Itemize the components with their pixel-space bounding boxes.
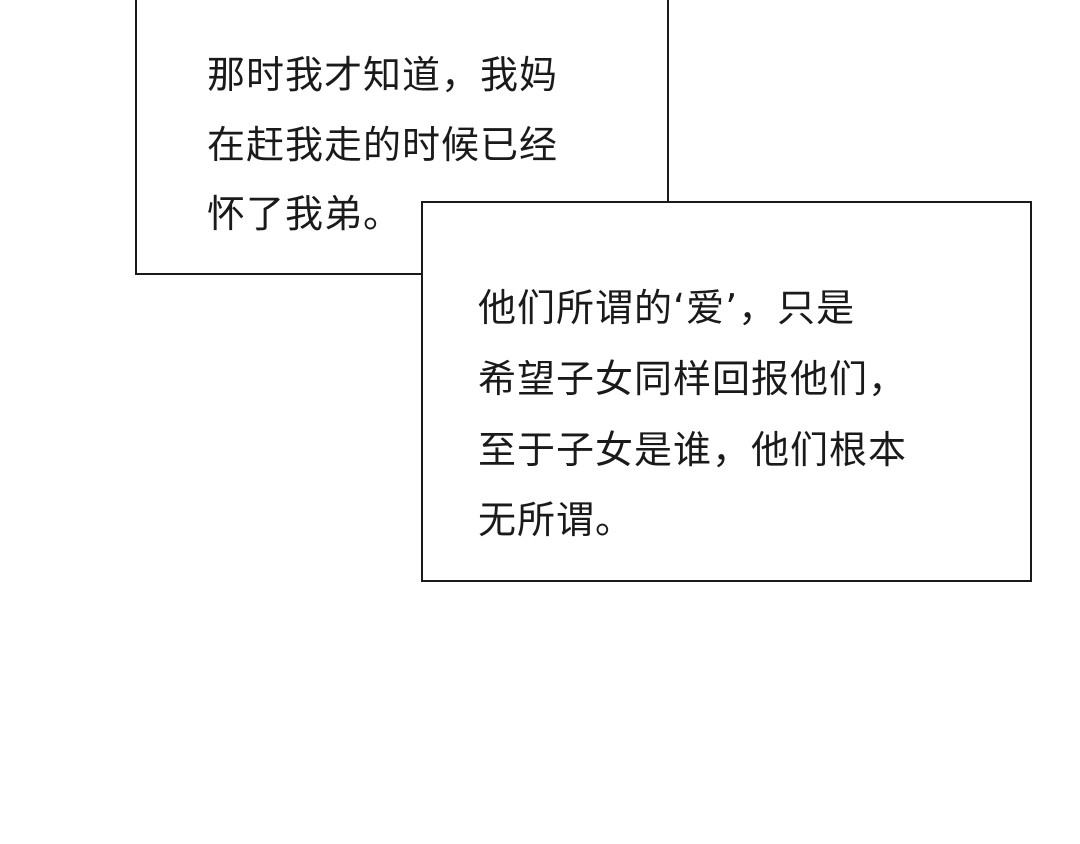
caption-2-line-4: 无所谓。: [478, 498, 635, 542]
caption-2-line-2: 希望子女同样回报他们，: [478, 357, 908, 401]
caption-box-2: 他们所谓的‘爱’，只是 希望子女同样回报他们， 至于子女是谁，他们根本 无所谓。: [421, 201, 1032, 582]
caption-2-line-1: 他们所谓的‘爱’，只是: [478, 286, 856, 330]
caption-2-line-3: 至于子女是谁，他们根本: [478, 428, 908, 472]
caption-1-line-1: 那时我才知道，我妈: [207, 53, 559, 97]
caption-1-line-3: 怀了我弟。: [207, 192, 403, 236]
caption-1-line-2: 在赶我走的时候已经: [207, 123, 559, 167]
caption-box-1: 那时我才知道，我妈 在赶我走的时候已经 怀了我弟。: [135, 0, 669, 275]
